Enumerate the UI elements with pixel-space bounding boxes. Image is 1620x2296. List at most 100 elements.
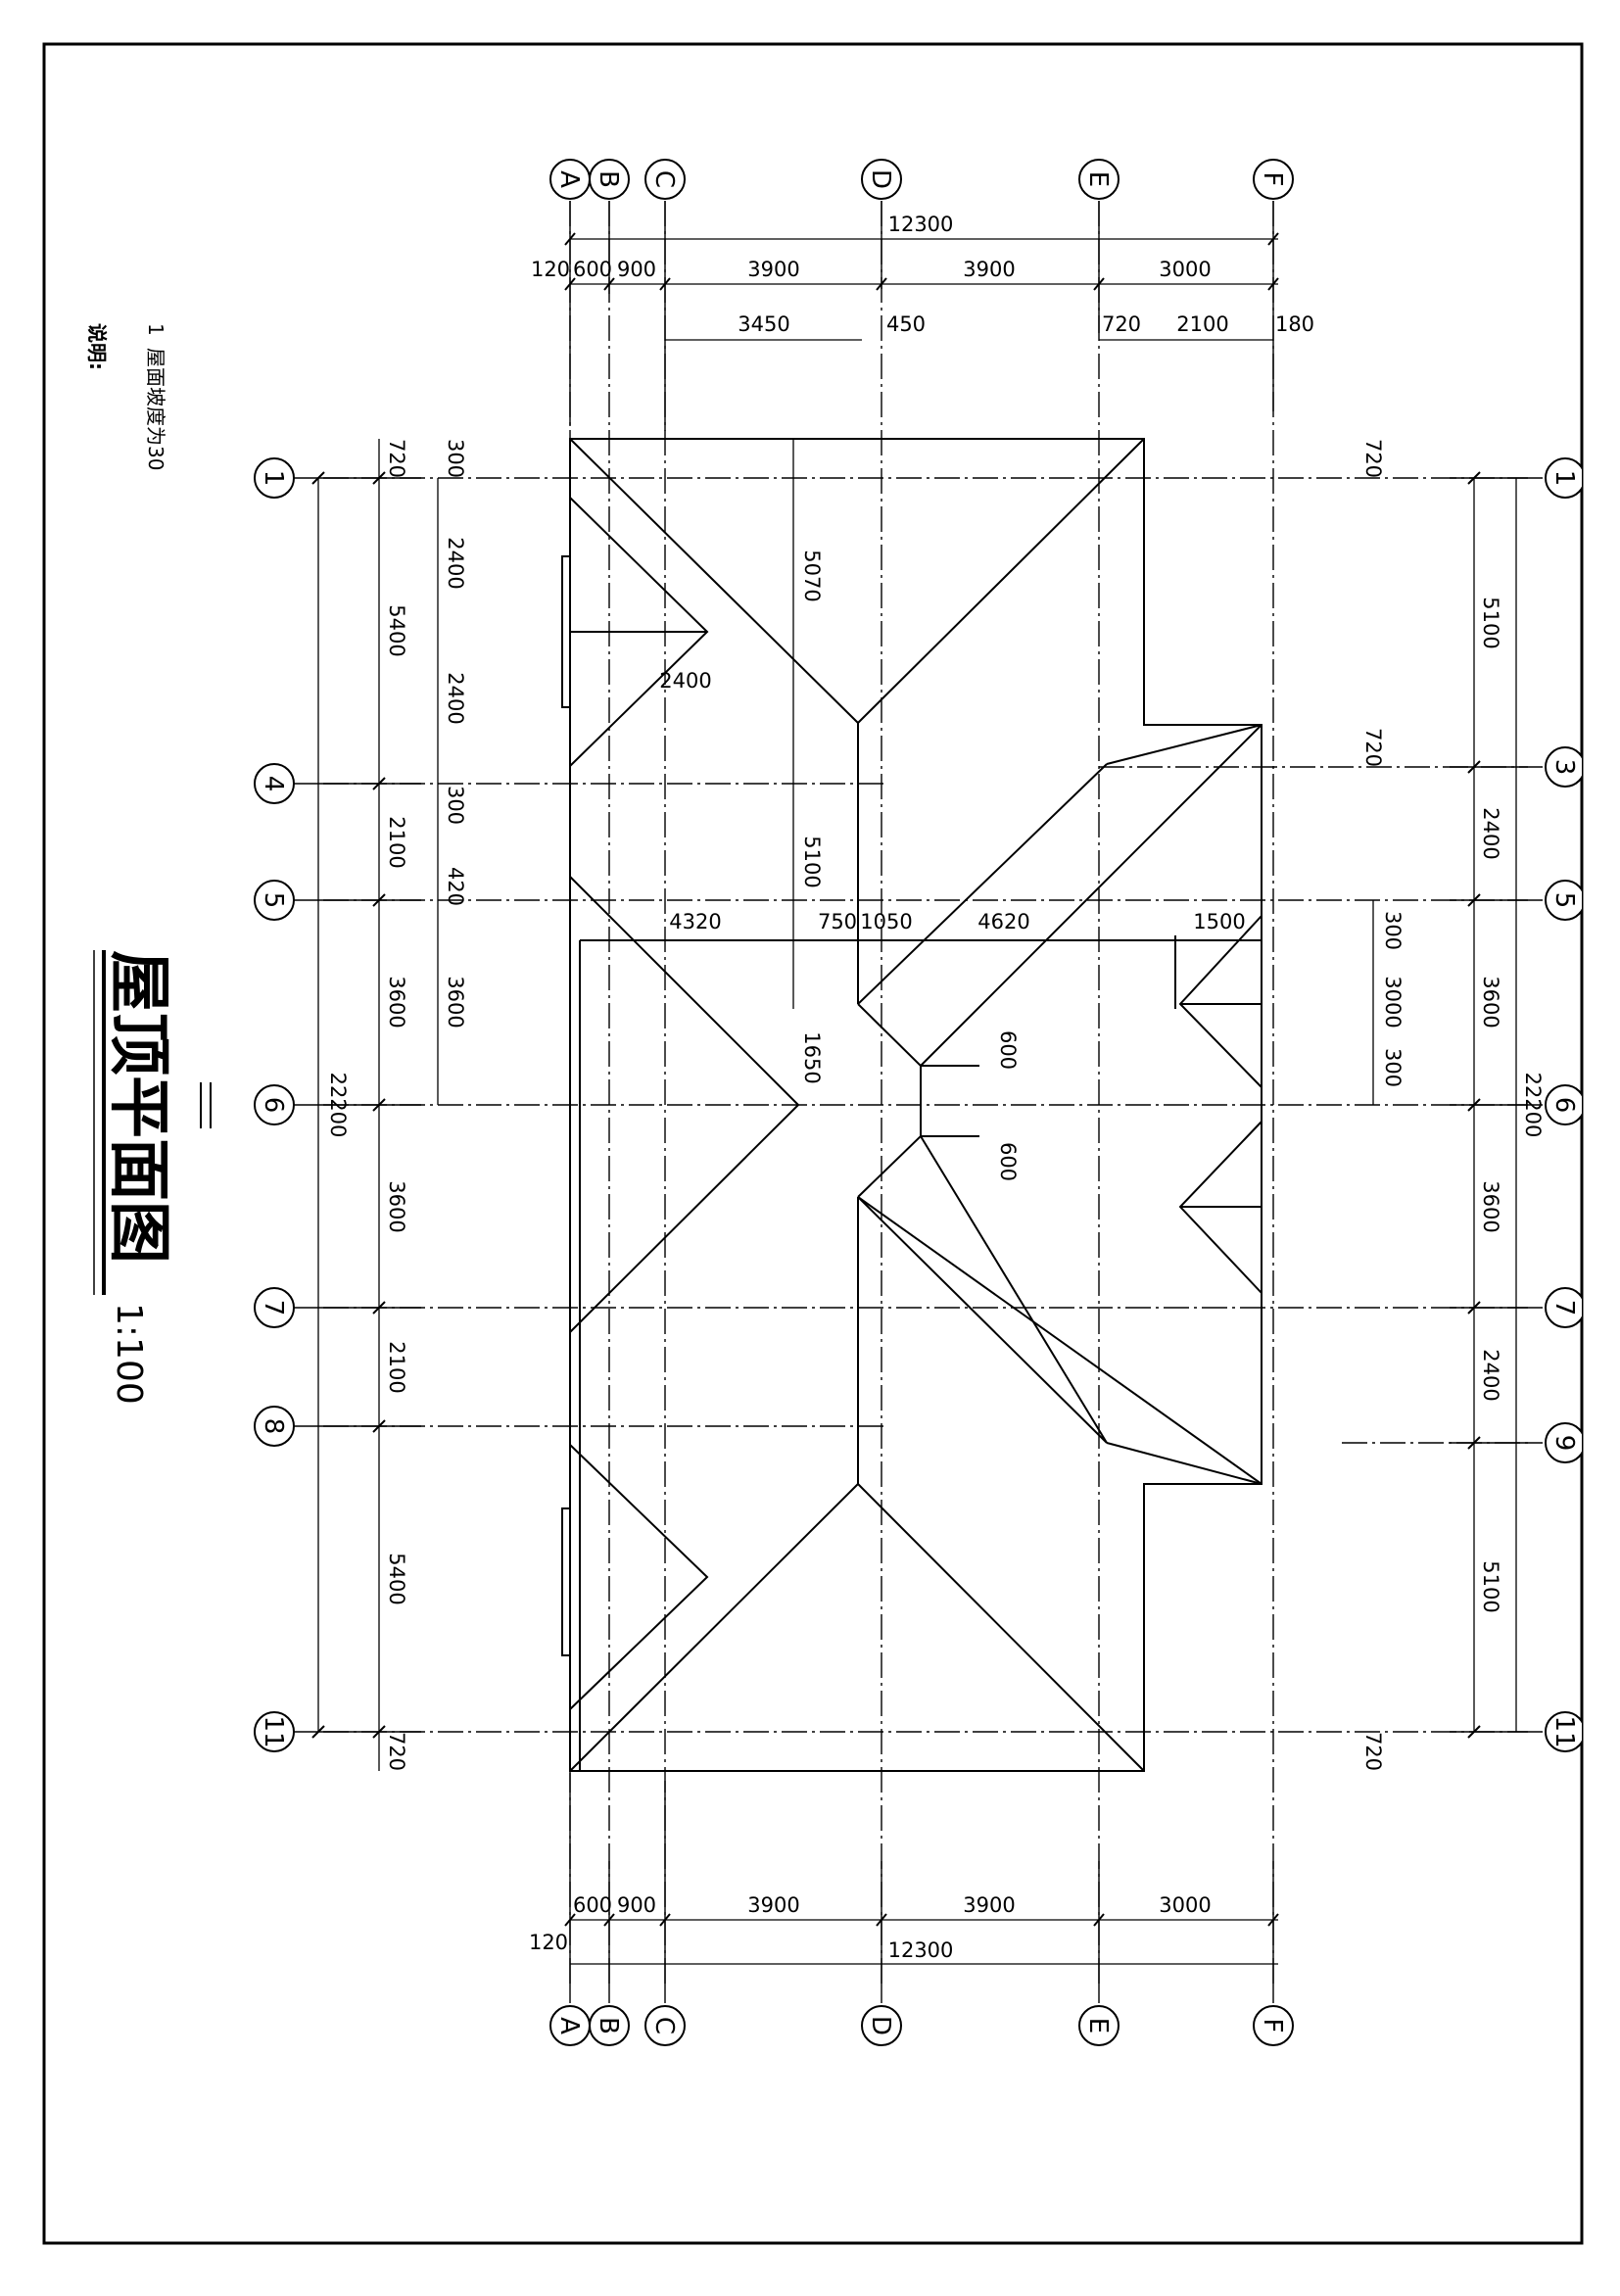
grid-bubble-top-E-label: E — [1083, 171, 1113, 187]
dim-top-chain-1: 600 — [573, 258, 612, 281]
grid-bubble-bottom-D-label: D — [866, 2016, 895, 2035]
grid-bubble-left-7-label: 7 — [259, 1300, 288, 1316]
grid-bubble-right-6-label: 6 — [1549, 1097, 1579, 1114]
note-1-number: 1 — [144, 323, 167, 336]
dim-left-chain-2: 2100 — [385, 816, 408, 868]
grid-bubble-left-8-label: 8 — [259, 1418, 288, 1435]
dim-top-sub-2: 720 — [1102, 312, 1141, 336]
grid-bubble-right-7: 7 — [1545, 1287, 1582, 1328]
grid-bubble-left-5: 5 — [254, 880, 295, 921]
dim-bottom-chain-3: 3900 — [747, 1893, 799, 1917]
dim-right-chain-4: 3600 — [1479, 976, 1502, 1028]
grid-bubble-right-11: 11 — [1545, 1711, 1582, 1752]
grid-bubble-bottom-B: B — [589, 2005, 630, 2046]
dim-top-chain-2: 900 — [617, 258, 656, 281]
dim-roof-9: 600 — [996, 1030, 1020, 1070]
grid-bubble-bottom-A: A — [549, 2005, 591, 2046]
dim-right-inner-1: 3000 — [1381, 976, 1405, 1028]
dim-top-chain-0: 120 — [531, 258, 570, 281]
dim-left-chain-3: 3600 — [385, 976, 408, 1028]
dim-left-total: 22200 — [326, 1073, 350, 1138]
dim-left-chain-5: 2100 — [385, 1341, 408, 1393]
dim-top-sub-4: 180 — [1275, 312, 1314, 336]
dim-top-total: 12300 — [888, 213, 954, 236]
dim-left-chain-1: 5400 — [385, 604, 408, 656]
dim-left-inner-3: 300 — [444, 786, 467, 825]
grid-bubble-right-7-label: 7 — [1549, 1300, 1579, 1316]
drawing-scale: 1:100 — [109, 1303, 149, 1405]
grid-bubble-top-F: F — [1253, 159, 1294, 200]
grid-bubble-top-A: A — [549, 159, 591, 200]
grid-bubble-left-6-label: 6 — [259, 1097, 288, 1114]
dim-left-inner-0: 300 — [444, 439, 467, 478]
grid-bubble-right-1: 1 — [1545, 457, 1582, 499]
grid-bubble-top-B-label: B — [594, 170, 623, 188]
dim-bottom-chain-2: 900 — [617, 1893, 656, 1917]
dim-roof-3: 4320 — [669, 910, 721, 933]
roof-ridges-and-hips — [561, 438, 1263, 1772]
dim-top-sub-3: 2100 — [1176, 312, 1228, 336]
grid-bubble-bottom-E: E — [1078, 2005, 1120, 2046]
dim-left-inner-1: 2400 — [444, 537, 467, 589]
dim-left-chain-0: 720 — [385, 439, 408, 478]
grid-bubble-bottom-B-label: B — [594, 2017, 623, 2034]
dim-right-chain-3: 2400 — [1479, 807, 1502, 859]
dim-roof-1: 2400 — [659, 669, 711, 693]
dim-right-inner-0: 300 — [1381, 911, 1405, 950]
grid-bubble-left-1-label: 1 — [259, 470, 288, 487]
dim-right-chain-2: 720 — [1361, 728, 1385, 767]
grid-bubble-top-A-label: A — [554, 170, 584, 188]
grid-bubble-right-3: 3 — [1545, 746, 1582, 788]
dim-top-chain-3: 3900 — [747, 258, 799, 281]
dim-bottom-total: 12300 — [888, 1938, 954, 1962]
dim-bottom-chain-1: 600 — [573, 1893, 612, 1917]
note-1-text: 屋面坡度为30 — [144, 348, 167, 470]
grid-bubble-right-5: 5 — [1545, 880, 1582, 921]
grid-bubble-right-3-label: 3 — [1549, 759, 1579, 776]
dimension-lines — [311, 232, 1517, 1965]
dim-right-inner-2: 300 — [1381, 1048, 1405, 1087]
dim-top-chain-4: 3900 — [963, 258, 1015, 281]
dim-right-chain-1: 5100 — [1479, 597, 1502, 648]
grid-bubble-left-11: 11 — [254, 1711, 295, 1752]
grid-bubble-left-6: 6 — [254, 1084, 295, 1125]
title-equal-mark — [200, 1082, 212, 1128]
grid-bubble-bottom-E-label: E — [1083, 2018, 1113, 2033]
roof-outline — [569, 438, 1263, 1772]
dim-top-sub-0: 3450 — [738, 312, 789, 336]
drawing-title-block: 屋顶平面图 1:100 — [93, 950, 174, 1405]
grid-bubble-right-6: 6 — [1545, 1084, 1582, 1125]
dim-right-total: 22200 — [1521, 1073, 1545, 1138]
dim-roof-5: 1050 — [860, 910, 912, 933]
dim-right-chain-5: 3600 — [1479, 1180, 1502, 1232]
grid-bubble-left-8: 8 — [254, 1406, 295, 1447]
grid-bubble-right-9: 9 — [1545, 1422, 1582, 1463]
grid-bubble-top-E: E — [1078, 159, 1120, 200]
dim-bottom-chain-4: 3900 — [963, 1893, 1015, 1917]
grid-bubble-top-D-label: D — [866, 169, 895, 189]
grid-bubble-bottom-A-label: A — [554, 2017, 584, 2034]
dim-right-chain-0: 720 — [1361, 439, 1385, 478]
grid-bubble-bottom-C-label: C — [649, 2017, 679, 2034]
dim-right-chain-8: 720 — [1361, 1732, 1385, 1771]
grid-bubble-left-5-label: 5 — [259, 892, 288, 909]
grid-bubble-top-F-label: F — [1258, 172, 1287, 187]
dim-roof-4: 750 — [818, 910, 857, 933]
dim-left-inner-2: 2400 — [444, 672, 467, 724]
grid-bubble-top-C-label: C — [649, 170, 679, 188]
notes-heading: 说明: — [85, 323, 109, 370]
dim-left-inner-5: 3600 — [444, 976, 467, 1028]
dim-roof-10: 600 — [996, 1142, 1020, 1181]
dim-roof-8: 1650 — [800, 1031, 824, 1083]
grid-bubble-right-9-label: 9 — [1549, 1435, 1579, 1452]
grid-bubble-left-11-label: 11 — [259, 1715, 288, 1747]
dim-roof-7: 1500 — [1193, 910, 1245, 933]
grid-bubble-left-1: 1 — [254, 457, 295, 499]
dim-bottom-chain-0: 120 — [529, 1931, 568, 1954]
grid-bubble-top-C: C — [644, 159, 686, 200]
dim-roof-2: 5100 — [800, 836, 824, 887]
dim-left-chain-7: 720 — [385, 1732, 408, 1771]
